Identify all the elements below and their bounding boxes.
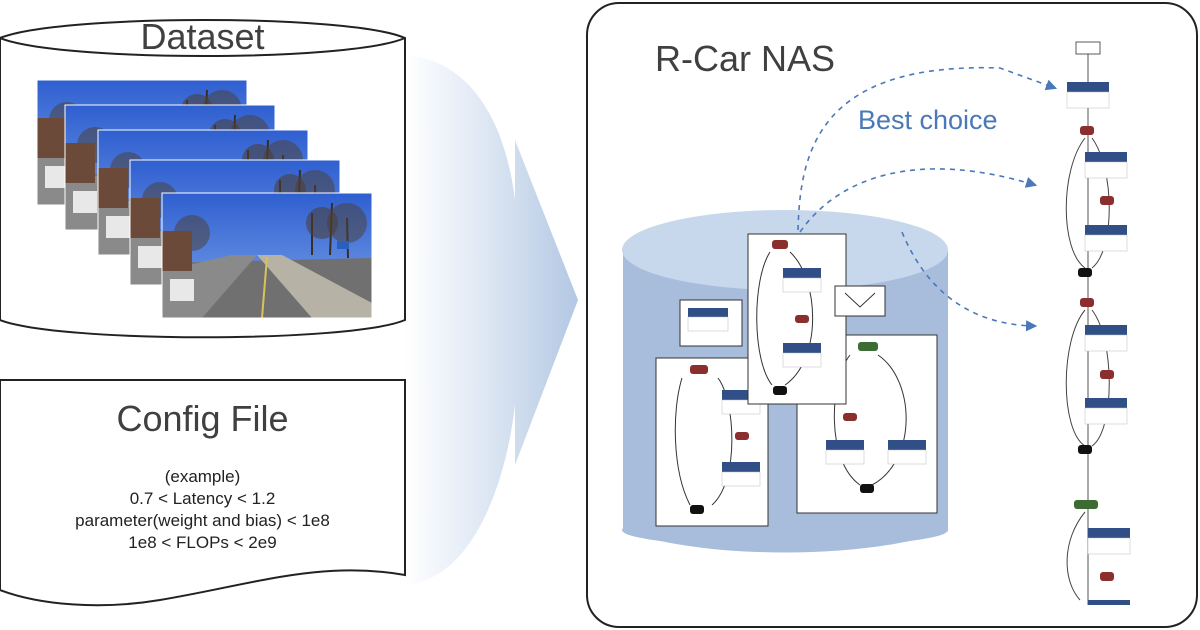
config-line: (example)	[164, 467, 241, 486]
config-example-lines: (example) 0.7 < Latency < 1.2 parameter(…	[0, 466, 405, 554]
config-line: 1e8 < FLOPs < 2e9	[128, 533, 277, 552]
best-network-graph	[1065, 41, 1131, 605]
config-document	[0, 379, 406, 607]
dashed-arrow-icon	[797, 67, 1058, 332]
config-line: 0.7 < Latency < 1.2	[129, 489, 276, 508]
config-file-title: Config File	[116, 398, 289, 439]
nas-title: R-Car NAS	[655, 38, 836, 79]
photo-stack-icon	[36, 79, 373, 319]
flow-arrow	[405, 55, 578, 585]
dataset-title: Dataset	[140, 16, 265, 57]
network-graph-icon	[655, 233, 938, 527]
best-choice-label: Best choice	[858, 105, 998, 135]
config-line: parameter(weight and bias) < 1e8	[75, 511, 330, 530]
